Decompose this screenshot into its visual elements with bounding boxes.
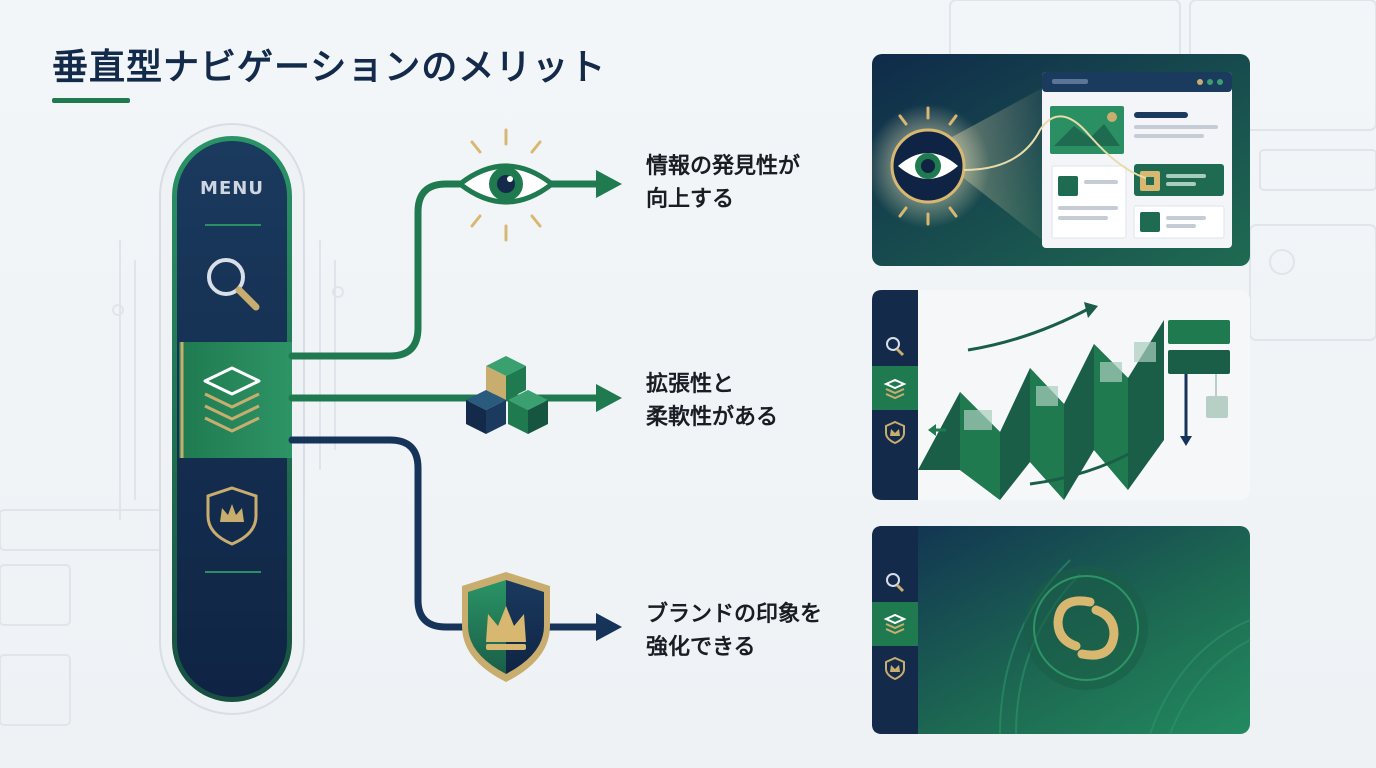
preview-panel-scalability: [872, 290, 1250, 500]
cubes-icon: [466, 356, 548, 434]
panel2-layers-icon: [883, 378, 907, 400]
benefit-scalability: 拡張性と 柔軟性がある: [646, 368, 778, 434]
preview-panel-discoverability: [866, 54, 1250, 266]
benefit-discoverability: 情報の発見性が 向上する: [646, 150, 800, 216]
benefit-scalability-line2: 柔軟性がある: [646, 405, 779, 430]
panel3-layers-icon: [883, 613, 907, 635]
panel3-search-icon: [886, 573, 905, 593]
connector-arrowheads: [596, 170, 622, 641]
vertical-menu: [159, 123, 305, 715]
page-title: 垂直型ナビゲーションのメリット: [52, 47, 607, 88]
benefit-branding-line1: ブランドの印象を: [646, 602, 823, 627]
brand-logo-icon: [1053, 596, 1119, 660]
panel2-search-icon: [886, 337, 905, 357]
panel3-crown-icon: [885, 656, 905, 681]
eye-icon: [455, 128, 557, 242]
title-underline: [52, 98, 130, 103]
shield-crown-icon: [462, 572, 550, 682]
benefit-branding: ブランドの印象を 強化できる: [646, 598, 822, 664]
menu-search-icon[interactable]: [207, 258, 260, 311]
benefit-discoverability-line2: 向上する: [646, 187, 735, 212]
panel2-crown-icon: [885, 420, 905, 445]
menu-layers-icon[interactable]: [203, 366, 261, 433]
benefit-scalability-line1: 拡張性と: [646, 372, 735, 397]
connector-lines: [288, 180, 604, 631]
menu-crown-shield-icon[interactable]: [206, 486, 258, 546]
preview-panel-branding: [872, 526, 1251, 735]
benefit-discoverability-line1: 情報の発見性が: [646, 154, 801, 179]
menu-label: MENU: [200, 178, 264, 199]
benefit-branding-line2: 強化できる: [646, 635, 756, 660]
